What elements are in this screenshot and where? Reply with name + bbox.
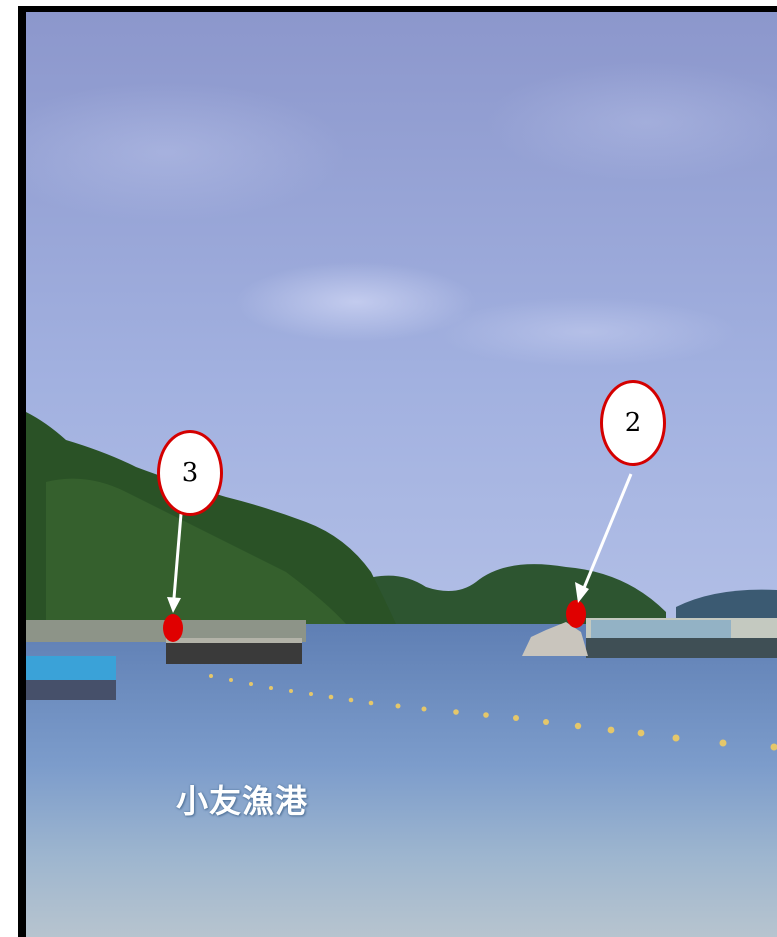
arrow-2 xyxy=(575,473,633,603)
seawall-right-base xyxy=(586,638,777,658)
cloud xyxy=(26,82,346,222)
callout-3-label: 3 xyxy=(181,458,199,488)
sea xyxy=(26,624,777,937)
callout-3: 3 xyxy=(157,430,223,516)
left-hill-highlight xyxy=(46,478,346,624)
harbor-name-label: 小友漁港 xyxy=(176,782,309,820)
seawall-mural xyxy=(591,620,731,638)
cloud xyxy=(236,262,476,342)
callout-2-label: 2 xyxy=(624,408,642,438)
blue-ramp-base xyxy=(26,680,116,700)
buoy-line xyxy=(209,674,777,751)
callout-2: 2 xyxy=(600,380,666,466)
cloud xyxy=(436,297,736,367)
pier-top xyxy=(166,638,302,643)
pier-left xyxy=(166,640,302,664)
distant-hill-right xyxy=(676,589,777,624)
harbor-photo: 3 2 小友漁港 xyxy=(26,12,777,937)
cloud xyxy=(486,62,777,182)
arrow-3 xyxy=(167,513,183,613)
marker-3 xyxy=(163,614,183,642)
tetrapods xyxy=(522,622,588,656)
marker-2 xyxy=(566,600,586,628)
harbor-scene xyxy=(26,12,777,937)
